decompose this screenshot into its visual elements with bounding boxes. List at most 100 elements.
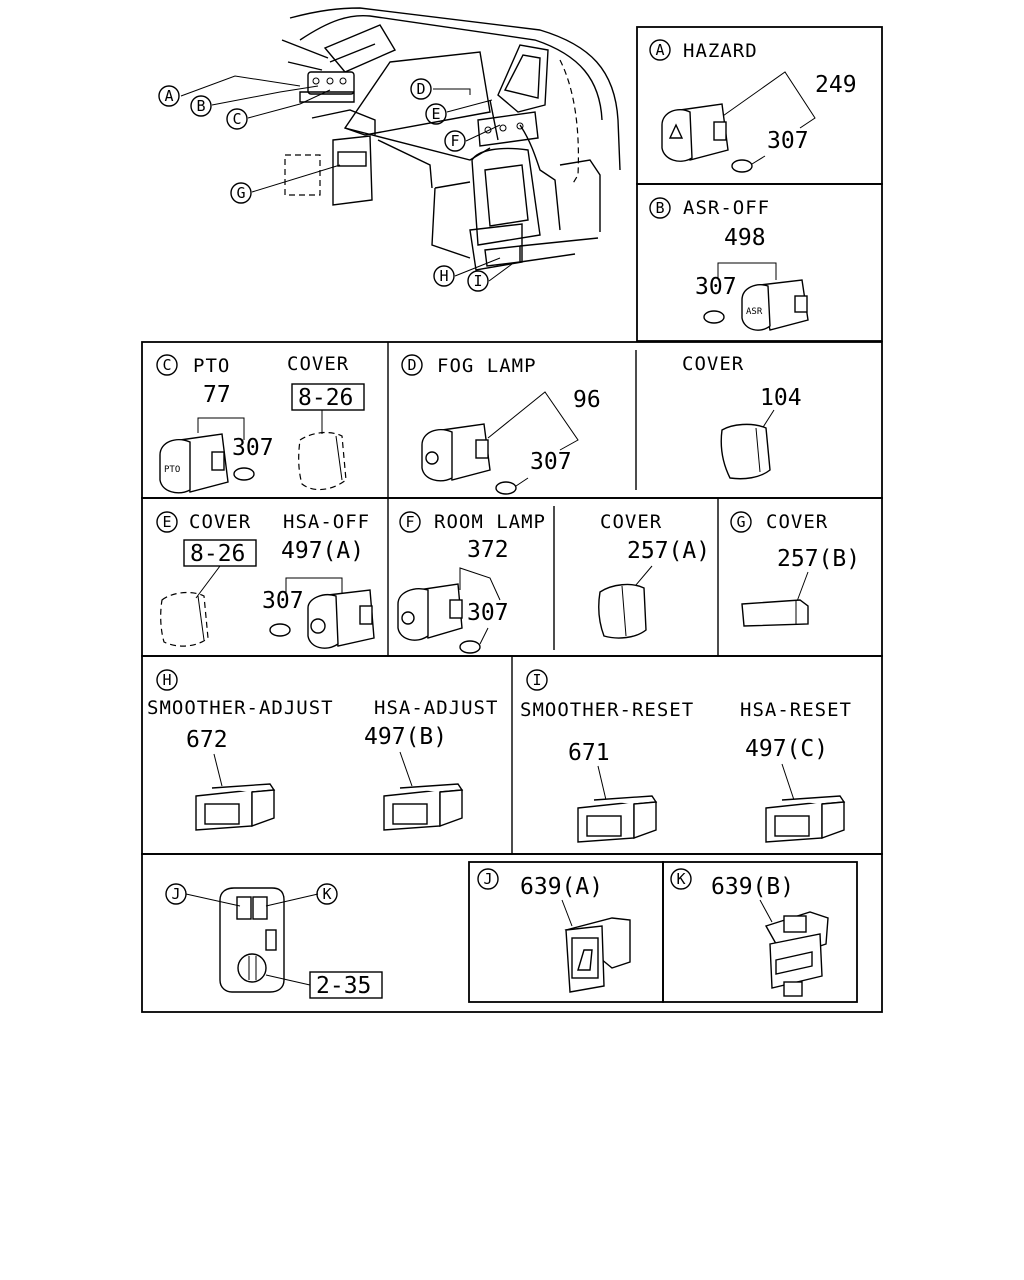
callout-h-overview: H [433,265,455,287]
callout-g-overview: G [230,182,252,204]
panel-a-part-bulb: 307 [767,128,809,154]
svg-text:D: D [407,356,416,374]
callout-f-overview: F [444,130,466,152]
panel-d-part-switch: 96 [573,387,601,413]
panel-h-part2: 497(B) [364,724,447,750]
panel-e-title2: HSA-OFF [283,511,370,533]
panel-b-part-switch: 498 [724,225,766,251]
smoother-adjust-switch [195,783,276,831]
panel-b-part-bulb: 307 [695,274,737,300]
svg-text:E: E [431,105,440,123]
panel-a-part-switch: 249 [815,72,857,98]
panel-i-title1: SMOOTHER-RESET [520,699,694,721]
switch-location-sketch: J K 2-35 [165,883,383,999]
callout-e-overview: E [425,103,447,125]
svg-text:H: H [439,267,448,285]
svg-text:K: K [322,885,331,903]
panel-k: K 639(B) [662,861,858,1003]
panel-e-part-switch: 497(A) [281,538,364,564]
panel-c-cover-ref: 8-26 [298,385,353,411]
bulb-icon [495,481,517,495]
bulb-icon [731,159,753,173]
svg-text:G: G [236,184,245,202]
svg-text:J: J [171,885,180,903]
panel-a-hazard: A HAZARD 249 307 [636,26,883,185]
bulb-icon [703,310,725,324]
svg-text:K: K [676,870,685,888]
panel-f-room-lamp: F ROOM LAMP 372 307 [397,511,546,654]
panel-ref: 2-35 [316,973,371,999]
fog-lamp-icon [425,451,439,465]
callout-c-overview: C [226,108,248,130]
svg-text:E: E [162,513,171,531]
panel-h-title1: SMOOTHER-ADJUST [147,697,334,719]
panel-c-part-bulb: 307 [232,435,274,461]
row-5-frame [141,853,883,1013]
panel-i-reset: I SMOOTHER-RESET HSA-RESET 671 497(C) [520,669,851,843]
panel-g-part-cover: 257(B) [777,546,860,572]
panel-d-cover: COVER 104 [682,353,802,480]
panel-i-part2: 497(C) [745,736,828,762]
callout-b-overview: B [190,95,212,117]
svg-text:I: I [532,671,541,689]
svg-text:A: A [655,41,664,59]
rocker-icon [577,949,593,971]
asr-off-icon: ASR [746,307,763,317]
hsa-reset-switch [765,795,846,843]
panel-b-title: ASR-OFF [683,197,770,219]
panel-c-title: PTO [193,355,230,377]
callout-i-overview: I [467,270,489,292]
svg-text:H: H [162,671,171,689]
svg-text:B: B [196,97,205,115]
panel-e-part-bulb: 307 [262,588,304,614]
svg-text:F: F [405,513,414,531]
panel-b-asr-off: B ASR-OFF 498 307 ASR [636,183,883,342]
panel-g-cover: G COVER 257(B) [730,511,860,627]
panel-j-part: 639(A) [520,874,603,900]
panel-f-part-cover: 257(A) [627,538,710,564]
panel-c-pto: C PTO COVER 77 8-26 307 PTO [156,353,365,494]
panel-f-cover: COVER 257(A) [598,511,710,639]
hsa-off-icon [310,618,326,634]
panel-d-title: FOG LAMP [437,355,537,377]
panel-k-part: 639(B) [711,874,794,900]
panel-f-title: ROOM LAMP [434,511,546,533]
panel-e-cover-ref: 8-26 [190,541,245,567]
panel-g-title: COVER [766,511,828,533]
bulb-icon [459,640,481,654]
svg-text:G: G [736,513,745,531]
svg-text:C: C [162,356,171,374]
hsa-adjust-switch [383,783,464,831]
bulb-icon [269,623,291,637]
svg-text:I: I [473,272,482,290]
panel-h-part1: 672 [186,727,228,753]
panel-c-cover-ref-box [291,383,365,411]
room-lamp-icon [401,611,415,625]
svg-text:D: D [416,80,425,98]
panel-e-hsa-off: E COVER HSA-OFF 8-26 497(A) 307 [156,511,375,649]
panel-j: J 639(A) [468,861,664,1003]
panel-f-cover-title: COVER [600,511,662,533]
panel-d-part-cover: 104 [760,385,802,411]
callout-d-overview: D [410,78,432,100]
panel-c-part-switch: 77 [203,382,231,408]
panel-i-part1: 671 [568,740,610,766]
svg-text:B: B [655,199,664,217]
panel-d-part-bulb: 307 [530,449,572,475]
pto-icon: PTO [164,465,180,475]
panel-h-adjust: H SMOOTHER-ADJUST HSA-ADJUST 672 497(B) [147,669,497,831]
hazard-triangle-icon [668,123,684,139]
panel-a-title: HAZARD [683,40,758,62]
dashboard-overview [180,7,621,282]
panel-f-part-bulb: 307 [467,600,509,626]
svg-text:A: A [164,87,173,105]
svg-text:F: F [450,132,459,150]
panel-ref-box [309,971,383,999]
panel-e-title: COVER [189,511,251,533]
svg-text:C: C [232,110,241,128]
panel-d-cover-title: COVER [682,353,744,375]
panel-d-fog-lamp: D FOG LAMP 96 307 [401,354,601,495]
svg-text:J: J [483,870,492,888]
smoother-reset-switch [577,795,658,843]
